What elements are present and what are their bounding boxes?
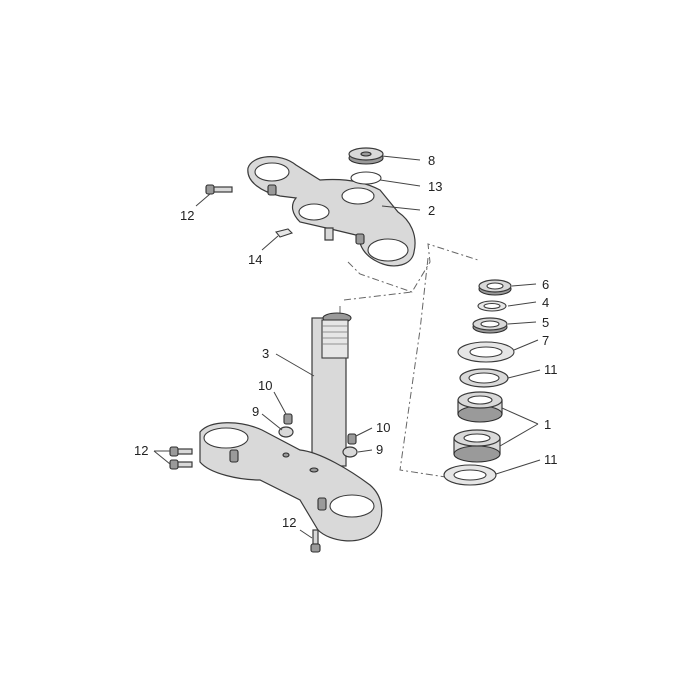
callout-5: 5 — [542, 315, 549, 330]
bolt-left-lower — [169, 459, 193, 470]
callout-13: 13 — [428, 179, 442, 194]
lock-washer-4 — [477, 300, 507, 312]
seal-11-upper — [459, 368, 509, 388]
callout-12-left: 12 — [134, 443, 148, 458]
steering-cap — [348, 147, 384, 165]
callout-9-left: 9 — [252, 404, 259, 419]
callout-10-left: 10 — [258, 378, 272, 393]
callout-9-right: 9 — [376, 442, 383, 457]
washer-9-right — [342, 446, 358, 458]
upper-triple-clamp — [247, 156, 416, 267]
bolt-top — [205, 184, 233, 195]
top-washer — [350, 171, 382, 185]
bearing-1-lower — [453, 429, 501, 463]
bolt-bottom — [310, 529, 321, 553]
ring-nut-6 — [478, 279, 512, 296]
callout-11-upper: 11 — [544, 362, 558, 377]
washer-9-left — [278, 426, 294, 438]
leader-lines — [153, 155, 541, 539]
ring-nut-5 — [472, 317, 508, 334]
callout-12-bottom: 12 — [282, 515, 296, 530]
callout-6: 6 — [542, 277, 549, 292]
lower-triple-clamp — [199, 422, 383, 542]
dust-seal-7 — [457, 341, 515, 363]
bolt-left-upper — [169, 446, 193, 457]
callout-10-right: 10 — [376, 420, 390, 435]
callout-14: 14 — [248, 252, 262, 267]
small-plate — [275, 228, 294, 238]
plug-10-right — [347, 433, 357, 445]
callout-7: 7 — [542, 333, 549, 348]
seal-11-lower — [443, 464, 497, 486]
callout-4: 4 — [542, 295, 549, 310]
guide-line-side — [399, 257, 453, 479]
callout-2: 2 — [428, 203, 435, 218]
callout-12-top: 12 — [180, 208, 194, 223]
bearing-1-upper — [457, 391, 503, 423]
steering-stem — [311, 312, 352, 467]
callout-11-lower: 11 — [544, 452, 558, 467]
guide-line-lower — [343, 291, 413, 301]
callout-8: 8 — [428, 153, 435, 168]
plug-10-left — [283, 413, 293, 425]
callout-1: 1 — [544, 417, 551, 432]
callout-3: 3 — [262, 346, 269, 361]
